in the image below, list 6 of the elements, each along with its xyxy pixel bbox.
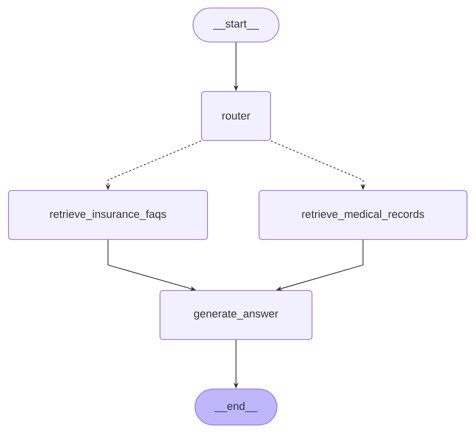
process-box: retrieve_insurance_faqs bbox=[8, 190, 208, 240]
end-terminal: __end__ bbox=[194, 388, 278, 426]
process-box: router bbox=[201, 91, 271, 141]
process-box: generate_answer bbox=[160, 290, 312, 340]
process-box: retrieve_medical_records bbox=[258, 190, 468, 240]
start-terminal: __start__ bbox=[192, 8, 280, 42]
